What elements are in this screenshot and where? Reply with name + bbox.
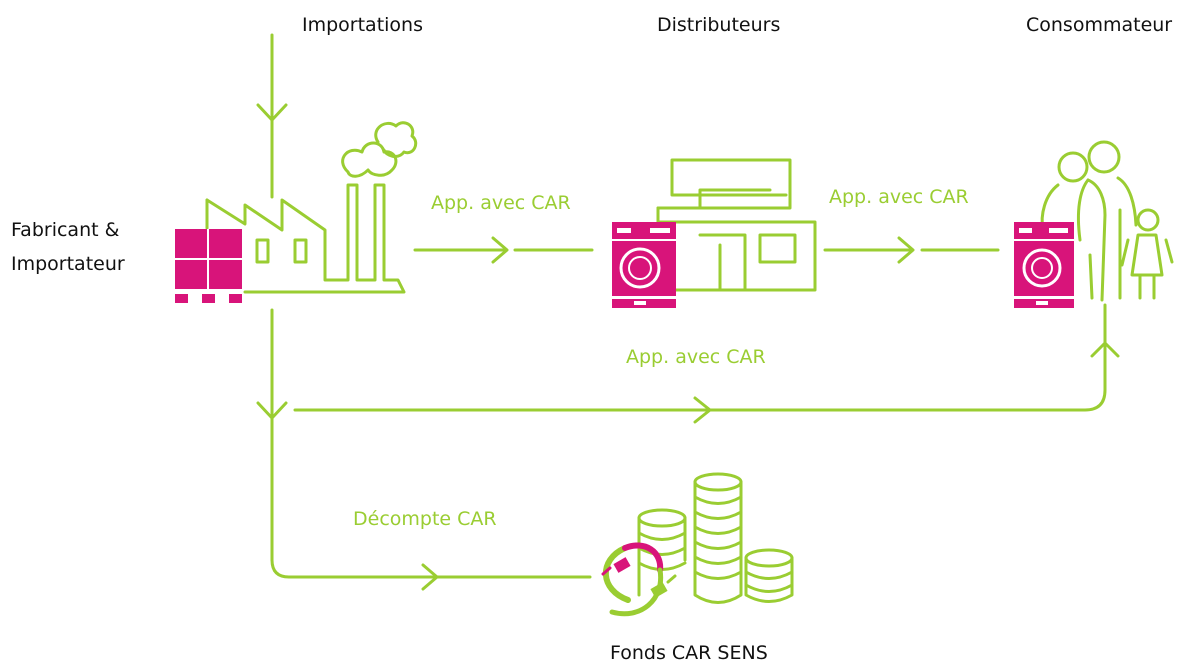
shop-icon <box>656 158 817 292</box>
imports-arrow <box>256 33 288 199</box>
flow-label-fund: Décompte CAR <box>353 508 497 530</box>
pallet-icon <box>175 229 242 303</box>
header-imports: Importations <box>302 14 423 36</box>
plug-logo-icon <box>601 542 677 617</box>
flow-label-direct: App. avec CAR <box>626 346 766 368</box>
manufacturer-down-line <box>256 308 592 591</box>
fund-label: Fonds CAR SENS <box>610 642 768 664</box>
flow-label-to-consumer: App. avec CAR <box>829 186 969 208</box>
flow-arrow-to-consumer <box>823 236 1000 264</box>
coins-icon <box>637 472 794 604</box>
factory-icon <box>205 121 418 294</box>
manufacturer-label-line2: Importateur <box>11 253 125 275</box>
header-distributors: Distributeurs <box>657 14 781 36</box>
washing-machine-consumer-icon <box>1014 222 1074 308</box>
header-consumer: Consommateur <box>1026 14 1173 36</box>
manufacturer-label-line1: Fabricant & <box>11 219 120 241</box>
washing-machine-icon <box>612 222 676 308</box>
flow-label-to-distributor: App. avec CAR <box>431 192 571 214</box>
flow-arrow-to-distributor <box>413 236 594 264</box>
direct-flow-line <box>293 303 1120 424</box>
family-icon <box>1040 140 1174 302</box>
